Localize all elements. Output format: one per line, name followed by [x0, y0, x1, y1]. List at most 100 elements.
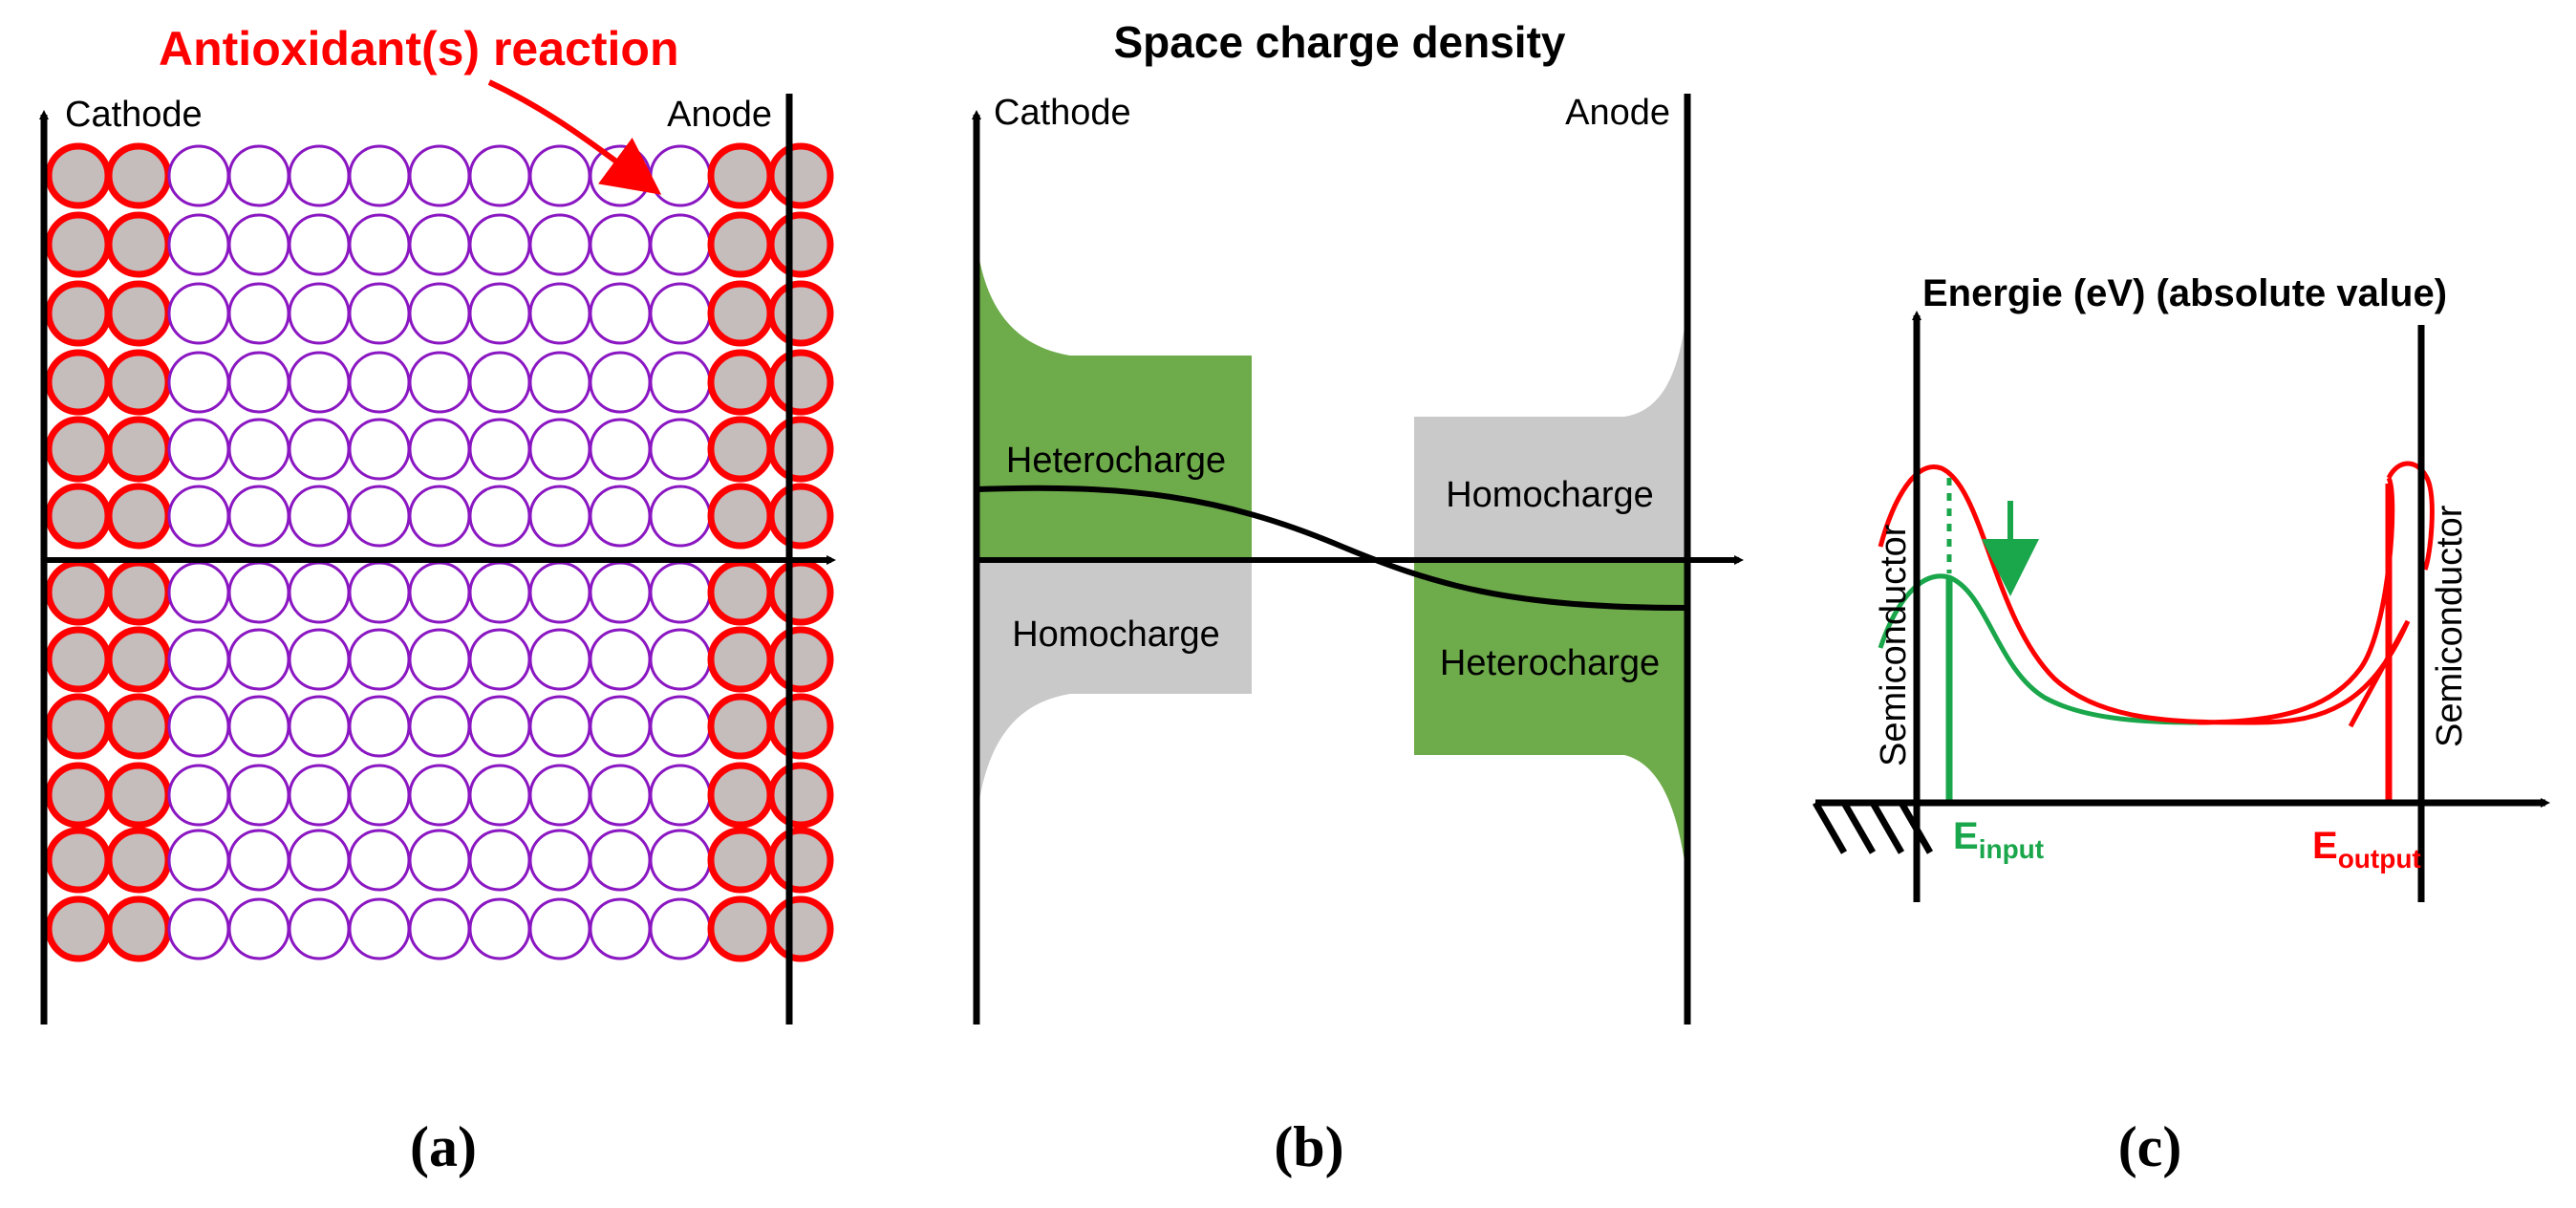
particle — [288, 282, 351, 345]
particle — [589, 561, 652, 624]
reacted-particle — [105, 895, 172, 962]
particle — [528, 351, 591, 414]
particle — [167, 351, 230, 414]
particle — [408, 897, 471, 960]
particle — [227, 282, 290, 345]
particle-grid — [45, 142, 834, 962]
particle — [348, 829, 411, 892]
reacted-particle — [45, 416, 112, 483]
particle — [468, 764, 531, 827]
panel-a: Cathode Anode Antioxidant(s) reaction (a… — [39, 22, 836, 1178]
annotation-arrow — [487, 79, 662, 195]
anode-homocharge-label: Homocharge — [1446, 475, 1654, 515]
particle — [227, 418, 290, 481]
particle — [348, 628, 411, 691]
particle — [288, 897, 351, 960]
reacted-particle — [45, 349, 112, 416]
reacted-particle — [105, 211, 172, 278]
reacted-particle — [45, 693, 112, 760]
particle — [408, 213, 471, 276]
particle — [649, 897, 712, 960]
particle — [408, 561, 471, 624]
particle — [348, 897, 411, 960]
particle — [528, 897, 591, 960]
particle — [589, 897, 652, 960]
particle — [408, 485, 471, 548]
reacted-particle — [707, 483, 774, 550]
particle — [288, 213, 351, 276]
particle — [589, 418, 652, 481]
particle — [288, 485, 351, 548]
reacted-particle — [707, 559, 774, 626]
particle — [468, 144, 531, 207]
particle — [589, 144, 652, 207]
particle — [408, 695, 471, 758]
particle — [408, 351, 471, 414]
particle — [649, 829, 712, 892]
particle — [348, 485, 411, 548]
reacted-particle — [105, 142, 172, 209]
particle — [227, 764, 290, 827]
reacted-particle — [105, 693, 172, 760]
reacted-particle — [767, 762, 834, 829]
cathode-label-b: Cathode — [994, 93, 1131, 133]
particle — [528, 829, 591, 892]
reacted-particle — [105, 483, 172, 550]
particle — [288, 561, 351, 624]
particle — [528, 485, 591, 548]
particle — [167, 897, 230, 960]
particle — [288, 628, 351, 691]
particle — [227, 485, 290, 548]
particle — [348, 213, 411, 276]
particle — [348, 351, 411, 414]
particle — [288, 144, 351, 207]
particle — [227, 897, 290, 960]
particle — [589, 628, 652, 691]
reacted-particle — [767, 211, 834, 278]
particle — [649, 351, 712, 414]
particle — [468, 485, 531, 548]
reacted-particle — [767, 559, 834, 626]
reacted-particle — [45, 559, 112, 626]
reacted-particle — [105, 416, 172, 483]
reacted-particle — [45, 762, 112, 829]
particle — [528, 282, 591, 345]
particle — [649, 213, 712, 276]
particle — [227, 144, 290, 207]
particle — [227, 213, 290, 276]
reacted-particle — [767, 483, 834, 550]
reacted-particle — [767, 626, 834, 693]
particle — [348, 418, 411, 481]
particle — [227, 628, 290, 691]
particle — [408, 829, 471, 892]
particle — [468, 213, 531, 276]
particle — [528, 561, 591, 624]
reacted-particle — [105, 349, 172, 416]
particle — [589, 764, 652, 827]
particle — [649, 695, 712, 758]
particle — [288, 418, 351, 481]
reacted-particle — [707, 693, 774, 760]
reacted-particle — [707, 142, 774, 209]
cathode-label-a: Cathode — [65, 95, 203, 135]
reacted-particle — [45, 483, 112, 550]
reacted-particle — [45, 211, 112, 278]
particle — [468, 351, 531, 414]
reacted-particle — [105, 827, 172, 894]
cathode-homo-tail — [977, 560, 1252, 822]
particle — [167, 485, 230, 548]
particle — [227, 695, 290, 758]
particle — [528, 764, 591, 827]
particle — [408, 764, 471, 827]
particle — [528, 213, 591, 276]
anode-heterocharge-label: Heterocharge — [1440, 643, 1660, 683]
particle — [167, 213, 230, 276]
right-semiconductor-label: Semiconductor — [2430, 505, 2470, 747]
reacted-particle — [105, 559, 172, 626]
particle — [528, 144, 591, 207]
particle — [167, 561, 230, 624]
particle — [288, 829, 351, 892]
anode-label-b: Anode — [1565, 93, 1670, 133]
particle — [468, 628, 531, 691]
